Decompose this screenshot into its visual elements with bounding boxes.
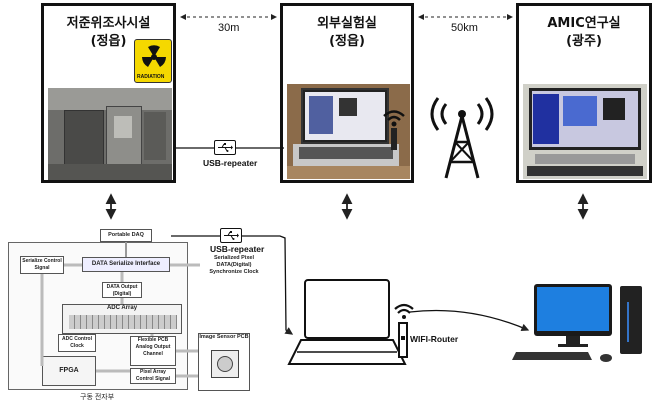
panel-external-lab: 외부실험실 (정읍) bbox=[280, 3, 414, 183]
wifi-icon bbox=[383, 110, 405, 127]
distance-label-50km: 50km bbox=[451, 22, 478, 34]
radiation-sign: RADIATION bbox=[134, 39, 172, 83]
adc-control-clock-block: ADC Control Clock bbox=[58, 334, 96, 352]
router-wifi-icon bbox=[394, 303, 414, 319]
laptop-icon bbox=[287, 279, 407, 365]
image-sensor-pcb-block: Image Sensor PCB bbox=[198, 333, 250, 391]
usb-repeater-top-label: USB-repeater bbox=[203, 158, 258, 168]
internal-connectors bbox=[40, 242, 200, 378]
monitor-photo bbox=[523, 84, 647, 179]
electronics-diagram: Portable DAQ Serialize Control Signal DA… bbox=[6, 226, 264, 401]
analog-output-channel-label: Analog Output Channel bbox=[135, 344, 171, 357]
distance-label-30m: 30m bbox=[218, 22, 240, 34]
pixel-array-control-block: Pixel Array Control Signal bbox=[130, 368, 176, 384]
radiation-label: RADIATION bbox=[137, 74, 165, 80]
usb-repeater-top-device bbox=[214, 140, 236, 155]
fpga-block: FPGA bbox=[42, 356, 96, 386]
usb-repeater-bottom-device bbox=[220, 228, 242, 243]
wireless-link-arrow bbox=[409, 309, 530, 332]
data-output-block: DATA Output (Digital) bbox=[102, 282, 142, 298]
desktop-computer-icon bbox=[512, 284, 642, 362]
panel-irradiation-facility: 저준위조사시설 (정읍) RADIATION bbox=[41, 3, 176, 183]
usb-cable-bottom bbox=[171, 235, 294, 335]
electronics-caption: 구동 전자부 bbox=[80, 394, 115, 401]
usb-repeater-bottom-label: USB-repeater bbox=[210, 244, 265, 254]
portable-daq-block: Portable DAQ bbox=[100, 229, 152, 242]
panel-amic-lab: AMIC연구실 (광주) bbox=[516, 3, 652, 183]
serialize-control-block: Serialize Control Signal bbox=[20, 256, 64, 274]
panel-title-line2: (정읍) bbox=[329, 34, 365, 49]
usb-icon bbox=[218, 143, 233, 152]
radiation-icon bbox=[142, 45, 166, 67]
data-serialize-interface-block: DATA Serialize Interface bbox=[82, 257, 170, 272]
facility-photo bbox=[48, 88, 172, 180]
wifi-router-label: WIFI-Router bbox=[410, 334, 459, 344]
flexible-pcb-block: Flexible PCB Analog Output Channel bbox=[130, 336, 176, 366]
laptop-photo bbox=[287, 84, 410, 179]
serialized-pixel-data-label: Serialized Pixel DATA(Digital) Synchroni… bbox=[209, 255, 259, 275]
panel-title-line1: 저준위조사시설 bbox=[66, 16, 151, 31]
usb-icon bbox=[224, 231, 239, 240]
adc-array-block: ADC Array bbox=[62, 304, 182, 334]
panel-title-line1: AMIC연구실 bbox=[547, 16, 621, 31]
panel-title-line1: 외부실험실 bbox=[317, 16, 377, 31]
panel-title-line2: (정읍) bbox=[90, 34, 127, 49]
wifi-router-device bbox=[398, 322, 408, 358]
panel-title-line2: (광주) bbox=[566, 34, 602, 49]
cell-tower-icon bbox=[430, 97, 494, 179]
